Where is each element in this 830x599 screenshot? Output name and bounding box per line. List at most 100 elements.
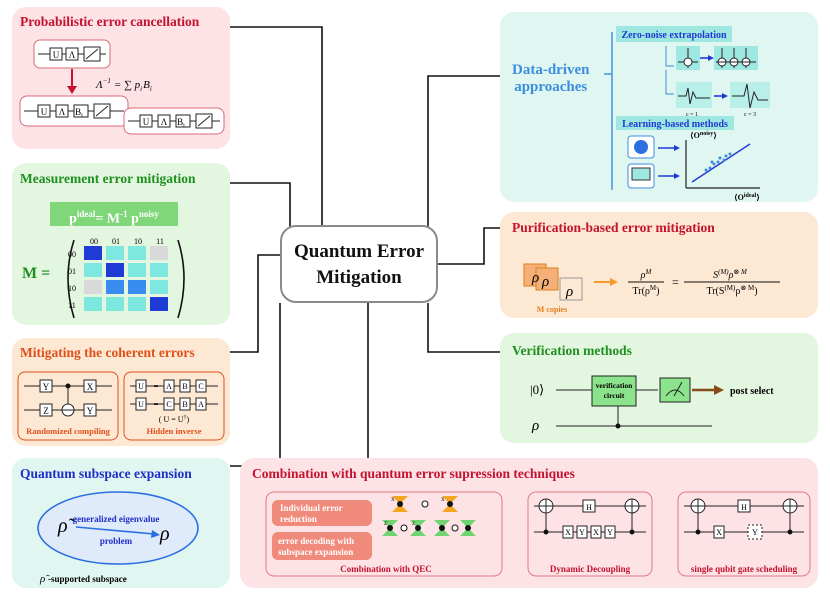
pill-error-decoding	[272, 532, 372, 560]
mem-equation: pideal= M-1 pnoisy	[50, 202, 178, 227]
svg-text:error decoding with: error decoding with	[278, 536, 354, 546]
svg-text:X: X	[87, 382, 94, 392]
svg-text:Λ−1= ∑ piBi: Λ−1= ∑ piBi	[95, 77, 152, 93]
svg-text:Λ: Λ	[59, 107, 66, 117]
data-diagram: Zero-noise extrapolation c = 1 c = 3 Lea…	[604, 26, 770, 202]
connector-qse	[230, 303, 281, 467]
pec-title: Probabilistic error cancellation	[20, 14, 200, 29]
combo-title: Combination with quantum error supressio…	[252, 466, 575, 481]
svg-text:U: U	[143, 117, 150, 127]
purif-diagram: ρ ρ ρ M copies ρM Tr(ρM) = S(M)ρ⊗ M Tr(S…	[523, 263, 780, 314]
coherent-title: Mitigating the coherent errors	[20, 345, 195, 360]
connector-verif	[427, 303, 500, 353]
svg-text:⟨Oideal⟩: ⟨Oideal⟩	[734, 193, 760, 202]
subspace-ellipse	[37, 491, 199, 565]
pec-gate-u	[49, 47, 63, 61]
svg-text:=: =	[154, 382, 159, 391]
svg-text:Y: Y	[607, 528, 613, 537]
svg-text:H: H	[586, 503, 592, 512]
svg-text:generalized eigenvalue: generalized eigenvalue	[73, 514, 160, 524]
matrix-row-label: 10	[68, 284, 76, 293]
svg-text:C: C	[198, 382, 203, 391]
matrix-col-label: 00	[90, 237, 98, 246]
svg-text:ρ̃: ρ̃	[39, 573, 50, 585]
svg-text:Z: Z	[412, 522, 415, 527]
dd-card	[527, 491, 653, 577]
svg-text:Zero-noise extrapolation: Zero-noise extrapolation	[621, 30, 727, 41]
zne-label-box	[616, 26, 732, 42]
verif-diagram: |0⟩ ρ verification circuit post select	[530, 375, 774, 434]
center-title-line1: Quantum Error	[293, 241, 424, 262]
svg-text:Z: Z	[43, 406, 49, 416]
matrix-cell	[106, 263, 124, 277]
center-node: Quantum Error Mitigation	[280, 225, 438, 303]
matrix-row-label: 01	[68, 267, 76, 276]
connector-pec	[230, 26, 323, 225]
matrix-cell	[84, 246, 102, 260]
svg-text:H: H	[741, 503, 747, 512]
dd-caption: Dynamic Decoupling	[550, 564, 631, 574]
learning-label-box	[616, 116, 734, 130]
matrix-cell	[106, 280, 124, 294]
svg-text:subspace expansion: subspace expansion	[278, 547, 353, 557]
pec-gate-lambda	[65, 47, 79, 61]
matrix-cell	[128, 280, 146, 294]
svg-text:ρ: ρ	[541, 274, 549, 290]
svg-text:A: A	[166, 382, 172, 391]
svg-text:U: U	[53, 50, 60, 60]
connector-data	[427, 75, 500, 227]
svg-text:ρM: ρM	[640, 268, 653, 281]
sq-caption: single qubit gate scheduling	[691, 564, 798, 574]
arrow-icon	[610, 278, 618, 286]
matrix-cell	[150, 246, 168, 260]
svg-text:S(M)ρ⊗ M: S(M)ρ⊗ M	[713, 268, 748, 281]
arrow-icon	[714, 385, 724, 395]
svg-text:X: X	[716, 528, 722, 537]
svg-text:Bi: Bi	[75, 107, 83, 119]
matrix-label: M =	[22, 265, 51, 282]
matrix-cell	[84, 263, 102, 277]
qec-lattice: X X Z Z	[382, 496, 476, 536]
purif-panel	[500, 212, 818, 318]
verif-title: Verification methods	[512, 343, 632, 358]
sq-card	[677, 491, 811, 577]
matrix-cell	[84, 297, 102, 311]
matrix-cell	[150, 297, 168, 311]
purif-title: Purification-based error mitigation	[512, 220, 715, 235]
svg-text:A: A	[198, 400, 204, 409]
svg-text:X: X	[391, 498, 395, 503]
hidden-inverse-caption: Hidden inverse	[146, 426, 201, 436]
svg-text:=: =	[154, 400, 159, 409]
svg-text:U: U	[138, 400, 144, 409]
svg-text:Y: Y	[43, 382, 50, 392]
connector-purif	[438, 227, 500, 265]
matrix-cell	[106, 246, 124, 260]
arrow-icon	[674, 145, 680, 151]
svg-text:Tr(ρM): Tr(ρM)	[633, 284, 660, 297]
svg-text:M copies: M copies	[537, 305, 567, 314]
svg-text:X: X	[593, 528, 599, 537]
matrix-cell	[128, 246, 146, 260]
svg-text:Y: Y	[579, 528, 585, 537]
svg-text:Bi: Bi	[177, 117, 185, 129]
pill-individual-error	[272, 500, 372, 526]
matrix-col-label: 11	[156, 237, 164, 246]
matrix-cell	[84, 280, 102, 294]
svg-text:verification: verification	[596, 381, 633, 390]
svg-text:c = 1: c = 1	[686, 112, 698, 118]
svg-text:Λ: Λ	[69, 50, 76, 60]
svg-text:B: B	[182, 400, 187, 409]
svg-text:Z: Z	[384, 522, 387, 527]
svg-text:B: B	[182, 382, 187, 391]
verification-circuit-box	[591, 375, 637, 407]
svg-text:U: U	[138, 382, 144, 391]
svg-text:X: X	[565, 528, 571, 537]
randomized-compiling-caption: Randomized compiling	[26, 426, 111, 436]
mem-title: Measurement error mitigation	[20, 171, 196, 186]
connector-mem	[230, 182, 291, 238]
svg-text:ρ: ρ	[531, 270, 539, 286]
combo-diagram: Individual error reduction error decodin…	[265, 491, 811, 577]
matrix-row-label: 00	[68, 250, 76, 259]
qse-title: Quantum subspace expansion	[20, 466, 192, 481]
svg-text:C: C	[166, 400, 171, 409]
